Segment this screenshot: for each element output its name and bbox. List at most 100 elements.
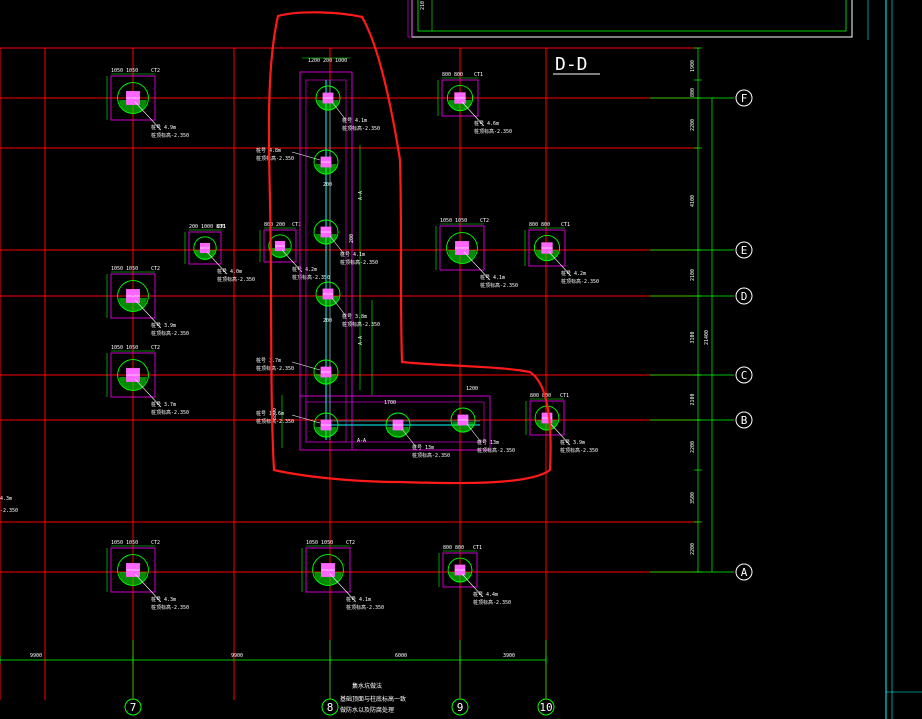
axis-label-A: A — [741, 566, 748, 579]
core-pile-note-2: 桩顶标高-2.350 — [256, 365, 294, 372]
left-edge-label-1: 4.3m — [0, 496, 12, 502]
pile-cap-dims: 1050 1050 — [306, 540, 333, 546]
horizontal-dimension-chain: 9900 9900 6000 3900 — [0, 653, 547, 664]
pile-cap-note-2: 桩顶标高-2.350 — [151, 330, 189, 337]
hdim-label: 6000 — [395, 653, 407, 659]
pile-cap-dims: 1050 1050 — [111, 68, 138, 74]
axis-bubble-A — [735, 563, 753, 581]
hdim-label: 9900 — [231, 653, 243, 659]
pile-cap-dims: 200 1000 800 — [189, 224, 225, 230]
pile-cap-outline — [441, 79, 479, 117]
axis-bubble-D — [735, 287, 753, 305]
pile-cap-leader — [461, 101, 485, 127]
bottom-notes: 集水坑做法 基础顶面与柱底标高一致 做防水以及防腐处理 4.3m -2.350 — [0, 496, 406, 714]
axis-label-B: B — [741, 414, 748, 427]
core-pile-note-1: 桩号 4.1m — [340, 251, 365, 258]
axis-bubble-10 — [537, 698, 555, 716]
pile-cap-outline — [263, 229, 297, 263]
axis-bubble-8 — [321, 698, 339, 716]
core-pile-leader — [291, 414, 321, 424]
core-pile-note-2: 桩顶标高-2.350 — [256, 418, 294, 425]
pile-cap-note-2: 桩顶标高-2.350 — [561, 278, 599, 285]
left-edge-label-2: -2.350 — [0, 508, 18, 514]
core-pile-leader — [401, 428, 417, 448]
axis-label-7: 7 — [130, 701, 137, 714]
axis-bubble-9 — [451, 698, 469, 716]
note-line-3: 做防水以及防腐处理 — [340, 706, 394, 714]
core-bottom-dim-1: 1700 — [384, 400, 396, 406]
pile-cap-note-1: 桩号 4.6m — [474, 120, 499, 127]
section-title-text: D-D — [555, 54, 588, 75]
pile-cap-dims: 800 800 — [443, 545, 464, 551]
pile-cap-note-2: 桩顶标高-2.350 — [151, 409, 189, 416]
pile-cap-tag: CT2 — [151, 345, 160, 351]
pile-cap-outline — [439, 225, 485, 271]
pile-cap-note-2: 桩顶标高-2.350 — [217, 276, 255, 283]
pile-cap-tag: CT2 — [151, 540, 160, 546]
hdim-label: 9900 — [30, 653, 42, 659]
core-pile-note-2: 桩顶标高-2.350 — [340, 259, 378, 266]
pile-cap-note-2: 桩顶标高-2.350 — [474, 128, 512, 135]
pile-cap-note-2: 桩顶标高-2.350 — [151, 604, 189, 611]
pile-cap-outline — [528, 229, 566, 267]
core-pile-leader — [466, 423, 482, 443]
grid-lines-vertical — [0, 48, 547, 700]
core-pile-leader — [329, 235, 345, 255]
pile-cap-dims: 800 200 — [264, 222, 285, 228]
pile-cap-tag: CT1 — [292, 222, 301, 228]
core-pile-note-2: 桩顶标高-2.350 — [412, 452, 450, 459]
red-markup-outline — [267, 11, 552, 485]
core-top-dims: 1200 200 1000 — [308, 58, 347, 64]
pile-cap-note-1: 桩号 4.3m — [151, 596, 176, 603]
core-pile-note-2: 桩顶标高-2.350 — [477, 447, 515, 454]
axis-label-E: E — [741, 244, 748, 257]
pile-cap-leader — [461, 573, 484, 598]
core-pile-spacing-1: 200 — [323, 182, 332, 188]
core-pile-leader — [331, 101, 347, 121]
pile-cap-tag: CT1 — [561, 222, 570, 228]
section-title: D-D — [553, 54, 600, 75]
core-pile-leader — [291, 361, 321, 371]
pile-cap-tag: CT1 — [474, 72, 483, 78]
pile-cap-leader — [134, 299, 162, 329]
vdim-label: 3500 — [690, 492, 696, 504]
pile-cap-leader — [281, 249, 303, 273]
pile-cap-tag: CT1 — [473, 545, 482, 551]
vdim-label: 2200 — [690, 441, 696, 453]
pile-cap-outline — [188, 231, 222, 265]
core-pile-cap-group: 1200 200 1000 A-A A-A A-A 200 200 200 38… — [256, 57, 515, 459]
core-pile-note-1: 桩号 3.7m — [256, 357, 281, 364]
core-pile-note-1: 桩号 12.6m — [256, 410, 284, 417]
axis-label-8: 8 — [327, 701, 334, 714]
pile-cap-tag: CT1 — [560, 393, 569, 399]
axis-label-F: F — [741, 92, 748, 105]
hdim-label: 3900 — [503, 653, 515, 659]
note-line-2: 基础顶面与柱底标高一致 — [340, 695, 406, 703]
pile-cap-outline — [442, 552, 478, 588]
pile-cap-note-2: 桩顶标高-2.350 — [560, 447, 598, 454]
pile-cap-outline — [110, 352, 156, 398]
pile-cap-dims: 800 800 — [442, 72, 463, 78]
pile-cap-note-2: 桩顶标高-2.350 — [151, 132, 189, 139]
vdim-label: 4100 — [690, 195, 696, 207]
pile-cap-leader — [206, 251, 228, 275]
axis-label-10: 10 — [539, 701, 552, 714]
core-pile-note-1: 桩号 4.1m — [342, 117, 367, 124]
frame-dim-label: 210 — [420, 1, 426, 10]
pile-cap-outline — [110, 273, 156, 319]
